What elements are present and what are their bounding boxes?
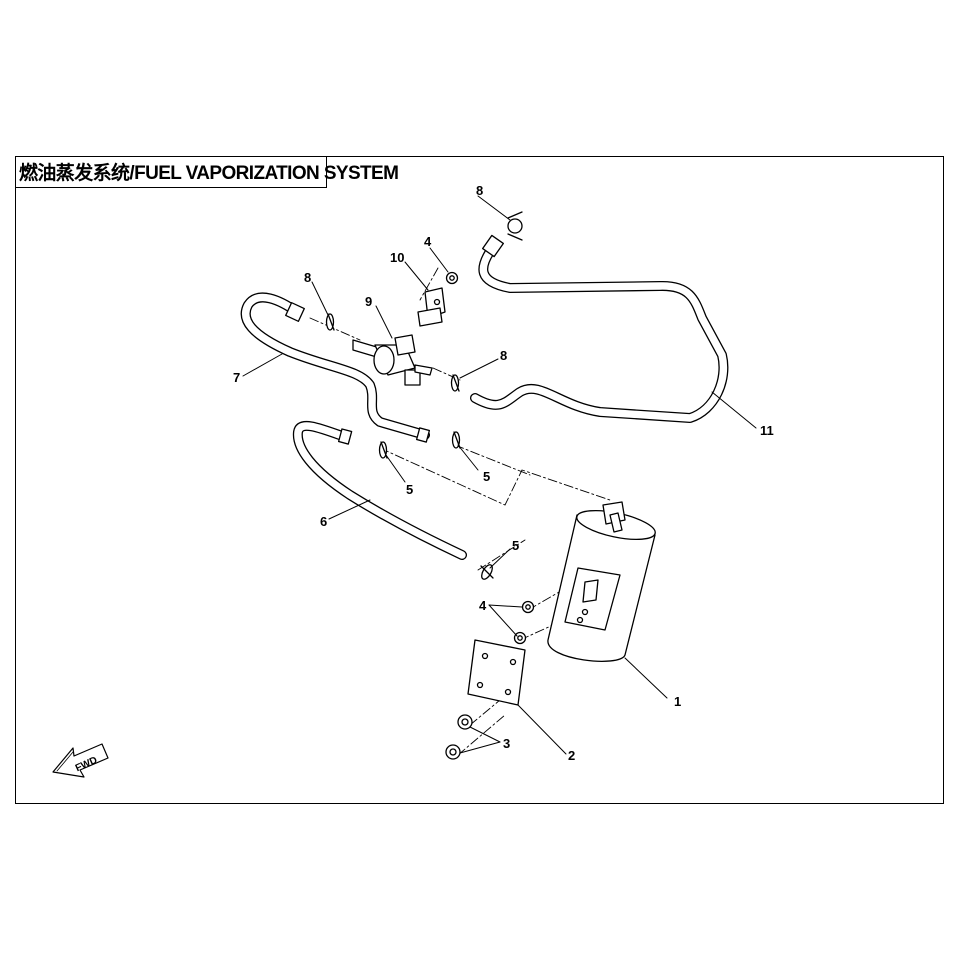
valve-9 [352,334,433,386]
callout-5-middle: 5 [483,469,490,484]
assembly-lines [309,267,611,756]
callout-8-top: 8 [476,183,483,198]
callout-2: 2 [568,748,575,763]
nut-4-top [445,271,459,285]
callout-8-left: 8 [304,270,311,285]
diagram-title: 燃油蒸发系统/FUEL VAPORIZATION SYSTEM [19,163,399,184]
callout-1: 1 [674,694,681,709]
callout-11: 11 [760,423,774,438]
bracket-10 [417,287,446,327]
canister-1 [547,501,656,662]
clamp-5-middle [451,431,461,449]
title-box: 燃油蒸发系统/FUEL VAPORIZATION SYSTEM [15,156,399,188]
callout-4-lower: 4 [479,598,487,613]
callout-7: 7 [233,370,240,385]
callout-8-right: 8 [500,348,507,363]
callout-10: 10 [390,250,404,265]
nut-4-lower-a [521,600,535,614]
hose-6 [292,420,467,560]
forward-arrow-icon [52,743,109,778]
diagram-frame [15,156,944,804]
callout-6: 6 [320,514,327,529]
clamp-8-right [450,374,460,392]
callout-9: 9 [365,294,372,309]
callout-5-bottom: 5 [512,538,519,553]
leader-lines [242,195,757,755]
clamp-8-left [325,313,335,331]
hose-7 [240,292,431,443]
nut-3-a [457,714,473,730]
clamp-8-top [507,211,523,241]
callout-5-left: 5 [406,482,413,497]
callout-4-top: 4 [424,234,432,249]
nut-4-lower-b [513,631,527,645]
callout-3: 3 [503,736,510,751]
hose-11 [470,234,729,423]
clamp-5-bottom [480,564,494,580]
bracket-plate-2 [467,639,526,706]
nut-3-b [445,744,461,760]
